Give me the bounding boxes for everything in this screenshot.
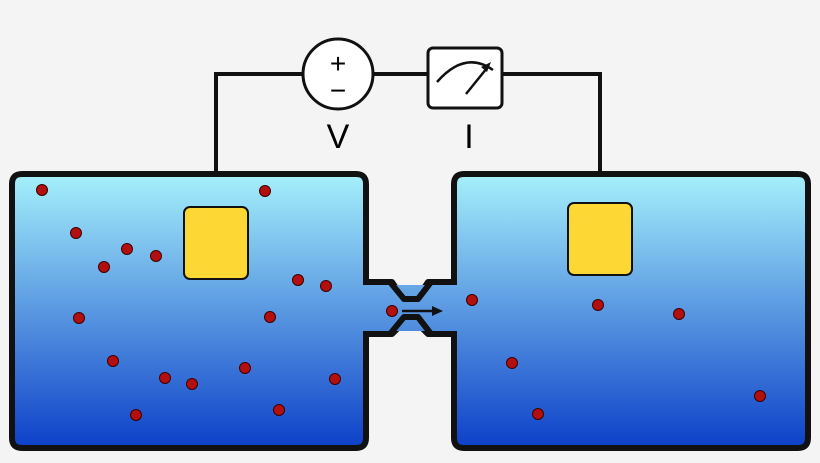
right-reservoir-particle bbox=[592, 299, 604, 311]
voltage-source: + − bbox=[301, 37, 375, 111]
left-reservoir-particle bbox=[320, 280, 332, 292]
left-reservoir-particle bbox=[73, 312, 85, 324]
left-reservoir-particle bbox=[159, 372, 171, 384]
circuit-wires bbox=[214, 72, 602, 210]
left-reservoir-particle bbox=[150, 250, 162, 262]
left-reservoir-particle bbox=[36, 184, 48, 196]
right-reservoir-particle bbox=[466, 294, 478, 306]
left-reservoir-particle bbox=[121, 243, 133, 255]
left-reservoir-particle bbox=[264, 311, 276, 323]
left-reservoir-particle bbox=[186, 378, 198, 390]
circle-plus-minus-icon bbox=[301, 37, 375, 111]
meter-needle bbox=[465, 67, 488, 95]
pore-channel bbox=[363, 285, 457, 331]
left-reservoir-particle bbox=[259, 185, 271, 197]
left-reservoir-particle bbox=[98, 261, 110, 273]
minus-sign: − bbox=[330, 75, 346, 106]
wire-right bbox=[502, 72, 602, 206]
right-reservoir-particle bbox=[506, 357, 518, 369]
plus-sign: + bbox=[330, 48, 346, 79]
right-reservoir-particle bbox=[673, 308, 685, 320]
left-reservoir-particle bbox=[273, 404, 285, 416]
fluid-chamber bbox=[9, 171, 407, 451]
meter-dial-icon bbox=[426, 46, 504, 110]
fluid-chamber-right bbox=[413, 171, 811, 451]
right-reservoir-particle bbox=[532, 408, 544, 420]
current-label: I bbox=[464, 118, 473, 156]
left-reservoir-particle bbox=[107, 355, 119, 367]
left-reservoir-particle bbox=[239, 362, 251, 374]
wire-left bbox=[214, 72, 303, 210]
left-electrode bbox=[183, 206, 249, 280]
left-reservoir-particle bbox=[130, 409, 142, 421]
left-reservoir-particle bbox=[70, 227, 82, 239]
left-reservoir-particle bbox=[292, 274, 304, 286]
right-reservoir-particle bbox=[754, 390, 766, 402]
meter-needle-tip bbox=[481, 62, 491, 72]
arrow-right-icon bbox=[402, 306, 443, 316]
nanopore-membrane bbox=[363, 279, 457, 337]
right-electrode bbox=[567, 202, 633, 276]
particles bbox=[36, 184, 766, 421]
voltage-label: V bbox=[327, 118, 350, 156]
left-reservoir-particle bbox=[329, 373, 341, 385]
pore-particle bbox=[386, 305, 398, 317]
ammeter bbox=[426, 46, 504, 110]
